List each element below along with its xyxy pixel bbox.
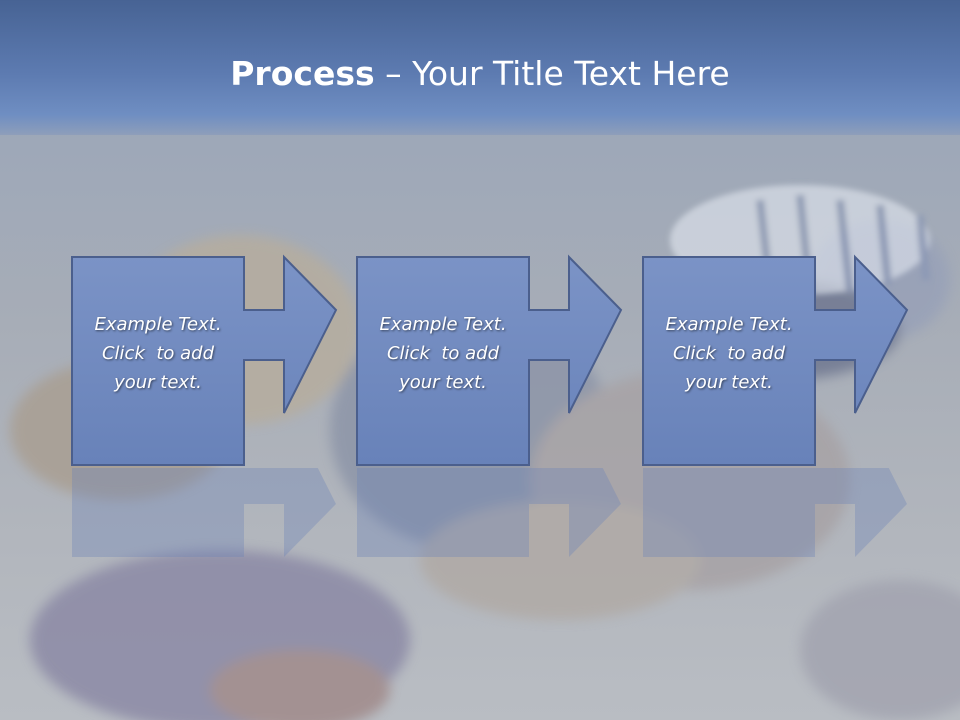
box-arrow-shape [71, 254, 338, 466]
step-text-line: Example Text. [94, 314, 222, 335]
step-text-line: Click to add [101, 343, 214, 364]
step-text-line: Click to add [672, 343, 785, 364]
step-text-line: your text. [114, 372, 202, 393]
step-text-line: Example Text. [379, 314, 507, 335]
shape-reflection [356, 468, 631, 558]
shape-reflection [642, 468, 917, 558]
process-step-1[interactable]: Example Text. Click to add your text. [71, 254, 346, 557]
step-text-line: Example Text. [665, 314, 793, 335]
slide-title[interactable]: Process – Your Title Text Here [0, 52, 960, 96]
step-text-line: your text. [399, 372, 487, 393]
title-rest-part: – Your Title Text Here [374, 54, 730, 93]
step-text[interactable]: Example Text. Click to add your text. [73, 310, 243, 397]
step-text-line: your text. [685, 372, 773, 393]
title-bar [0, 0, 960, 135]
step-text-line: Click to add [386, 343, 499, 364]
step-text[interactable]: Example Text. Click to add your text. [358, 310, 528, 397]
step-text[interactable]: Example Text. Click to add your text. [644, 310, 814, 397]
shape-reflection [71, 468, 346, 558]
process-step-3[interactable]: Example Text. Click to add your text. [642, 254, 917, 557]
title-bold-part: Process [230, 54, 375, 93]
box-arrow-shape [356, 254, 623, 466]
process-step-2[interactable]: Example Text. Click to add your text. [356, 254, 631, 557]
box-arrow-shape [642, 254, 909, 466]
